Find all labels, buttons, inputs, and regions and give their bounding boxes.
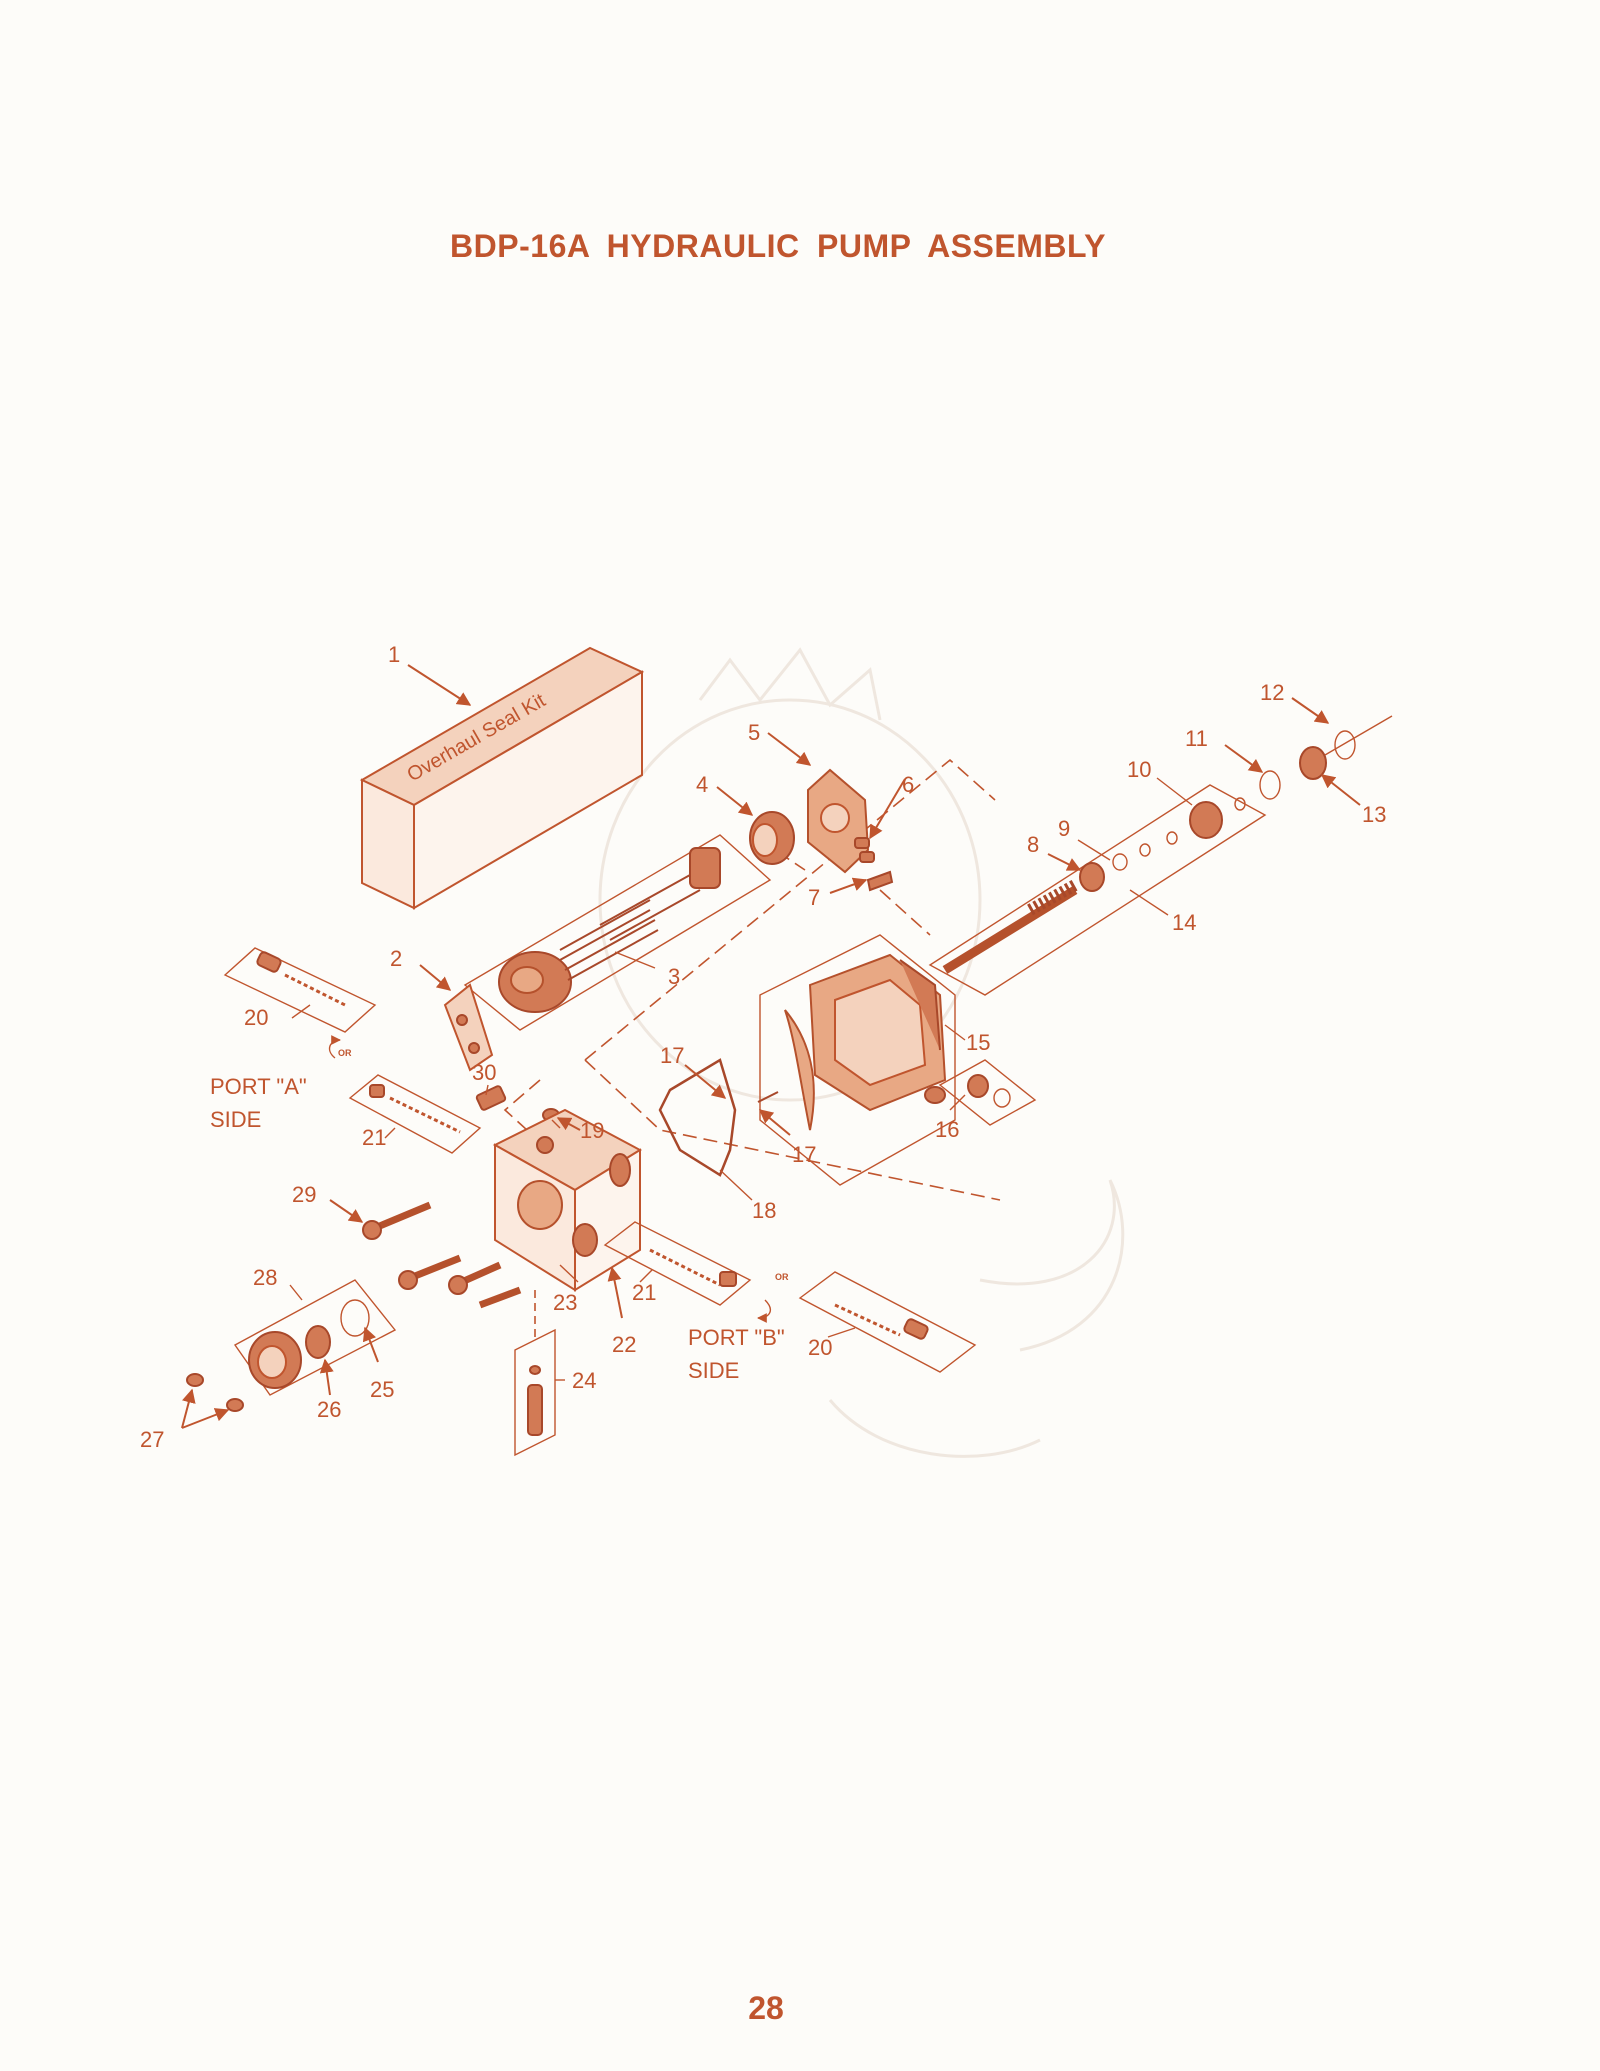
- callout-4: 4: [696, 772, 708, 797]
- callout-2: 2: [390, 946, 402, 971]
- callout-20a: 20: [244, 1005, 268, 1030]
- callout-26: 26: [317, 1397, 341, 1422]
- item-16-group: [938, 1059, 1037, 1126]
- pump-housing: [759, 934, 956, 1186]
- callout-21a: 21: [362, 1125, 386, 1150]
- callout-21b: 21: [632, 1280, 656, 1305]
- callout-5: 5: [748, 720, 760, 745]
- callout-14: 14: [1172, 910, 1196, 935]
- port-a-label-line2: SIDE: [210, 1107, 261, 1132]
- callout-19: 19: [580, 1118, 604, 1143]
- callout-17a: 17: [660, 1043, 684, 1068]
- callout-30: 30: [472, 1060, 496, 1085]
- relief-valve-a-group: [223, 947, 377, 1033]
- check-valve-b-group: [603, 1221, 752, 1306]
- or-mark-b: OR: [757, 1272, 789, 1323]
- callout-17b: 17: [792, 1142, 816, 1167]
- callout-25: 25: [370, 1377, 394, 1402]
- small-parts-19-30: [475, 1085, 560, 1122]
- callout-6: 6: [902, 772, 914, 797]
- or-mark-a: OR: [328, 1035, 352, 1059]
- callout-1: 1: [388, 642, 400, 667]
- port-b-label-line2: SIDE: [688, 1358, 739, 1383]
- shaft-seal: [749, 811, 795, 865]
- callout-13: 13: [1362, 802, 1386, 827]
- port-a-label-line1: PORT "A": [210, 1074, 307, 1099]
- check-valve-a-group: [348, 1074, 482, 1154]
- watermark: [598, 647, 1125, 1458]
- port-flange-group: [233, 1279, 397, 1396]
- or-text-b: OR: [775, 1272, 789, 1282]
- callout-10: 10: [1127, 757, 1151, 782]
- callout-16: 16: [935, 1117, 959, 1142]
- cover-plate: [807, 768, 870, 874]
- callout-15: 15: [966, 1030, 990, 1055]
- relief-valve-b-group: [798, 1271, 977, 1373]
- small-parts-6-7: [854, 837, 894, 892]
- flange-screws: [186, 1373, 244, 1412]
- or-text-a: OR: [338, 1048, 352, 1058]
- callout-9: 9: [1058, 816, 1070, 841]
- drive-shaft-group: [928, 715, 1393, 996]
- callout-24: 24: [572, 1368, 596, 1393]
- callout-18: 18: [752, 1198, 776, 1223]
- callout-numbers: 1 2 3 4 5 6 7 8 9 10 11 12 13 14 15 16 1…: [140, 642, 1386, 1452]
- callout-28: 28: [253, 1265, 277, 1290]
- end-cover-block: [492, 1108, 643, 1292]
- wear-plate: [443, 983, 494, 1072]
- page-title: BDP-16A HYDRAULIC PUMP ASSEMBLY: [450, 228, 1106, 264]
- overhaul-seal-kit-box: Overhaul Seal Kit: [359, 646, 645, 910]
- callout-leaders: [181, 664, 1361, 1429]
- gear-set-group: [463, 834, 772, 1031]
- callout-23: 23: [553, 1290, 577, 1315]
- callout-12: 12: [1260, 680, 1284, 705]
- callout-22: 22: [612, 1332, 636, 1357]
- callout-20b: 20: [808, 1335, 832, 1360]
- callout-29: 29: [292, 1182, 316, 1207]
- cover-bolts: [362, 1201, 522, 1309]
- page-number: 28: [748, 1990, 784, 2026]
- valve-cartridge-group: [514, 1290, 556, 1457]
- callout-27: 27: [140, 1427, 164, 1452]
- callout-3: 3: [668, 964, 680, 989]
- callout-8: 8: [1027, 832, 1039, 857]
- port-b-label-line1: PORT "B": [688, 1325, 785, 1350]
- housing-gasket: [658, 1058, 779, 1177]
- callout-11: 11: [1185, 726, 1208, 751]
- callout-7: 7: [808, 885, 820, 910]
